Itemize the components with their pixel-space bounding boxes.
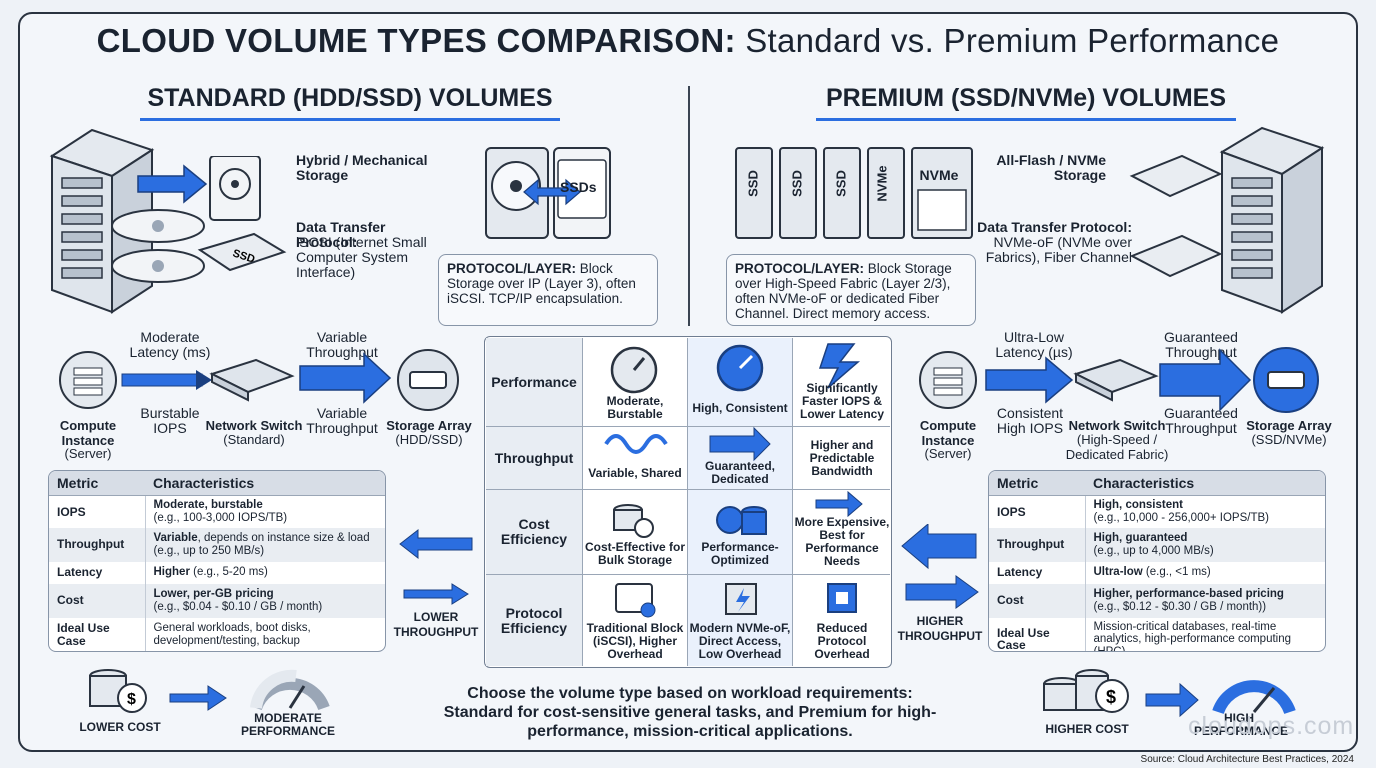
premium-switch-label: Network Switch [1068, 418, 1166, 433]
table-row: Cost [989, 583, 1086, 618]
premium-compute-label: Compute Instance [919, 418, 977, 448]
table-header-characteristics: Characteristics [1085, 471, 1325, 496]
drive-label-3: SSD [833, 170, 849, 197]
standard-storage-array-sub: (HDD/SSD) [395, 432, 463, 447]
table-header-characteristics: Characteristics [145, 471, 385, 496]
standard-flow-diagram [59, 349, 459, 411]
table-row: Throughput [989, 527, 1086, 562]
drive-label-4: NVMe [874, 165, 890, 202]
grid-head-cost: Cost Efficiency [486, 490, 582, 574]
grid-prem-performance: Significantly Faster IOPS & Lower Latenc… [799, 380, 885, 421]
higher-throughput-label: HIGHER THROUGHPUT [897, 614, 983, 643]
grid-std-performance: Moderate, Burstable [606, 394, 664, 421]
grid-mid-performance: High, Consistent [692, 400, 788, 415]
high-performance-label: HIGH PERFORMANCE [1194, 711, 1289, 738]
page-title: CLOUD VOLUME TYPES COMPARISON: Standard … [96, 22, 1280, 59]
premium-server-rack-icon [1129, 126, 1325, 314]
standard-iops-label: Burstable IOPS [140, 405, 200, 436]
standard-compute-sub: (Server) [64, 446, 112, 461]
premium-side-arrows [901, 524, 979, 609]
table-header-metric: Metric [49, 471, 145, 496]
table-row: IOPS [989, 495, 1086, 528]
grid-std-protocol: Traditional Block (iSCSI), Higher Overhe… [586, 620, 684, 661]
drive-label-2: SSD [789, 170, 805, 197]
grid-prem-protocol: Reduced Protocol Overhead [814, 620, 870, 661]
hdd-to-ssd-icon [485, 147, 611, 239]
moderate-performance-label: MODERATE PERFORMANCE [240, 711, 335, 738]
table-row: Latency [989, 561, 1086, 584]
standard-side-arrows [399, 528, 473, 605]
grid-prem-cost: More Expensive, Best for Performance Nee… [794, 515, 890, 568]
standard-protocol-heading: Data Transfer Protocol: [296, 219, 386, 250]
standard-flow-arrow [137, 156, 261, 221]
standard-latency-label: Moderate Latency (ms) [129, 329, 211, 360]
grid-std-cost: Cost-Effective for Bulk Storage [584, 540, 685, 567]
standard-heading: STANDARD (HDD/SSD) VOLUMES [147, 84, 553, 112]
table-row: Latency [49, 561, 146, 584]
standard-storage-array-label: Storage Array [386, 418, 472, 433]
premium-storage-label: All-Flash / NVMe Storage [996, 152, 1106, 183]
premium-throughput-bottom-label: Guaranteed Throughput [1164, 405, 1238, 436]
conclusion-text: Choose the volume type based on workload… [443, 685, 937, 740]
source-note: Source: Cloud Architecture Best Practice… [1140, 754, 1354, 765]
table-row: Cost [49, 583, 146, 618]
premium-latency-label: Ultra-Low Latency (µs) [995, 329, 1073, 360]
premium-iops-label: Consistent High IOPS [996, 405, 1064, 436]
premium-protocol-text: NVMe-oF (NVMe over Fabrics), Fiber Chann… [985, 234, 1132, 265]
grid-mid-protocol: Modern NVMe-oF, Direct Access, Low Overh… [689, 620, 791, 661]
standard-storage-label: Hybrid / Mechanical Storage [296, 152, 428, 183]
standard-throughput-bottom-label: Variable Throughput [306, 405, 378, 436]
comparison-grid-icons [604, 343, 863, 618]
grid-prem-throughput: Higher and Predictable Bandwidth [809, 437, 875, 478]
standard-cost-perf-icons: $ [89, 669, 330, 713]
premium-compute-sub: (Server) [924, 446, 972, 461]
standard-compute-label: Compute Instance [59, 418, 117, 448]
standard-switch-label: Network Switch [205, 418, 303, 433]
svg-text:$: $ [127, 691, 136, 708]
grid-mid-cost: Performance-Optimized [701, 540, 779, 567]
table-header-metric: Metric [989, 471, 1085, 496]
drive-label-5: NVMe [919, 167, 959, 183]
premium-throughput-top-label: Guaranteed Throughput [1164, 329, 1238, 360]
grid-head-throughput: Throughput [486, 427, 582, 489]
lower-throughput-label: LOWER THROUGHPUT [393, 610, 479, 639]
standard-underline [140, 118, 560, 121]
premium-cost-perf-icons: $ [1043, 669, 1296, 718]
center-divider [688, 86, 690, 326]
table-row: Ideal Use Case [49, 617, 146, 651]
lower-cost-label: LOWER COST [79, 720, 161, 734]
grid-head-performance: Performance [486, 338, 582, 426]
premium-switch-sub: (High-Speed / Dedicated Fabric) [1065, 432, 1169, 462]
drive-label-1: SSD [745, 170, 761, 197]
higher-cost-label: HIGHER COST [1045, 722, 1129, 736]
standard-protocol-text: iSCSI (Internet Small Computer System In… [296, 234, 427, 280]
premium-storage-array-label: Storage Array [1246, 418, 1332, 433]
grid-head-protocol: Protocol Efficiency [486, 575, 582, 666]
premium-flow-diagram [919, 347, 1319, 413]
grid-mid-throughput: Guaranteed, Dedicated [704, 459, 776, 486]
svg-text:$: $ [1106, 687, 1116, 707]
table-row: Throughput [49, 527, 146, 562]
premium-protocol-box: PROTOCOL/LAYER: Block Storage over High-… [726, 254, 976, 326]
premium-storage-array-sub: (SSD/NVMe) [1251, 432, 1327, 447]
nvme-drive-row-icon [735, 147, 973, 239]
premium-underline [816, 118, 1236, 121]
standard-protocol-box: PROTOCOL/LAYER: Block Storage over IP (L… [438, 254, 658, 326]
grid-std-throughput: Variable, Shared [588, 465, 682, 480]
table-row: IOPS [49, 495, 146, 528]
premium-protocol-heading: Data Transfer Protocol: [977, 219, 1132, 235]
standard-switch-sub: (Standard) [223, 432, 285, 447]
premium-heading: PREMIUM (SSD/NVMe) VOLUMES [825, 84, 1227, 112]
ssd-drive-label: SSDs [560, 179, 597, 195]
standard-throughput-top-label: Variable Throughput [306, 329, 378, 360]
table-row: Ideal Use Case [989, 617, 1086, 651]
watermark: cloudops.com [1188, 712, 1355, 740]
